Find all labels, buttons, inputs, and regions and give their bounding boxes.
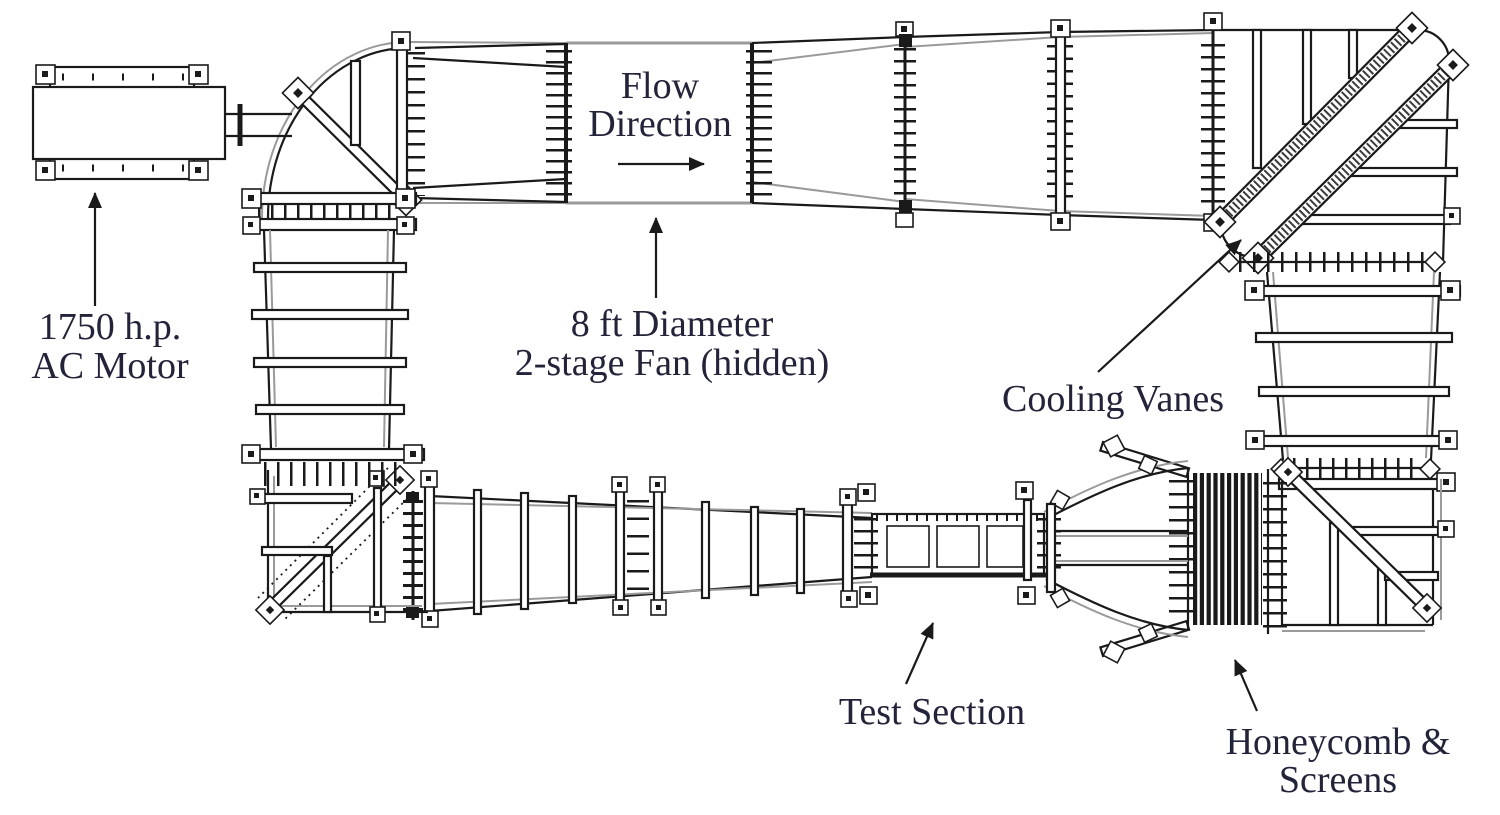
contraction (1043, 454, 1189, 644)
flow-label-line2: Direction (588, 103, 732, 145)
honeycomb-screens (1098, 434, 1287, 664)
fan-label-line2: 2-stage Fan (hidden) (515, 342, 829, 384)
corner-top-right (1201, 11, 1470, 275)
settling-chamber (1272, 456, 1456, 632)
left-tower (241, 188, 426, 486)
flow-label-line1: Flow (621, 65, 700, 107)
test-section-window (886, 525, 930, 568)
fan-label-line1: 8 ft Diameter (571, 303, 774, 345)
corner-bottom-left (249, 464, 428, 626)
honeycomb-pointer-arrow (1233, 659, 1259, 712)
cooling-vanes-pointer-arrow (1097, 239, 1242, 373)
top-duct (407, 19, 1214, 231)
label-flow-direction: Flow Direction (588, 65, 732, 171)
cooling-vanes-label: Cooling Vanes (1002, 378, 1224, 420)
motor-label-line1: 1750 h.p. (39, 306, 182, 348)
motor-shaft (225, 104, 292, 146)
test-section (854, 481, 1061, 605)
label-cooling-vanes: Cooling Vanes (1002, 239, 1242, 420)
brace-pad (281, 76, 315, 110)
label-motor: 1750 h.p. AC Motor (31, 192, 189, 387)
test-section-pointer-arrow (904, 622, 935, 685)
right-tower (1217, 250, 1462, 481)
label-fan: 8 ft Diameter 2-stage Fan (hidden) (515, 217, 829, 384)
test-section-window (986, 525, 1024, 568)
label-test-section: Test Section (839, 622, 1025, 733)
label-honeycomb: Honeycomb & Screens (1226, 659, 1451, 801)
test-section-window (936, 525, 980, 568)
diffuser (403, 470, 873, 628)
labels: 1750 h.p. AC Motor Flow Direction 8 ft D… (31, 65, 1450, 801)
cooling-vanes (1203, 11, 1470, 275)
honeycomb-label-line1: Honeycomb & (1226, 721, 1451, 763)
honeycomb-label-line2: Screens (1279, 759, 1397, 801)
motor-label-line2: AC Motor (31, 345, 189, 387)
ac-motor (31, 64, 227, 181)
test-section-label: Test Section (839, 691, 1025, 733)
fan-section (546, 41, 772, 205)
